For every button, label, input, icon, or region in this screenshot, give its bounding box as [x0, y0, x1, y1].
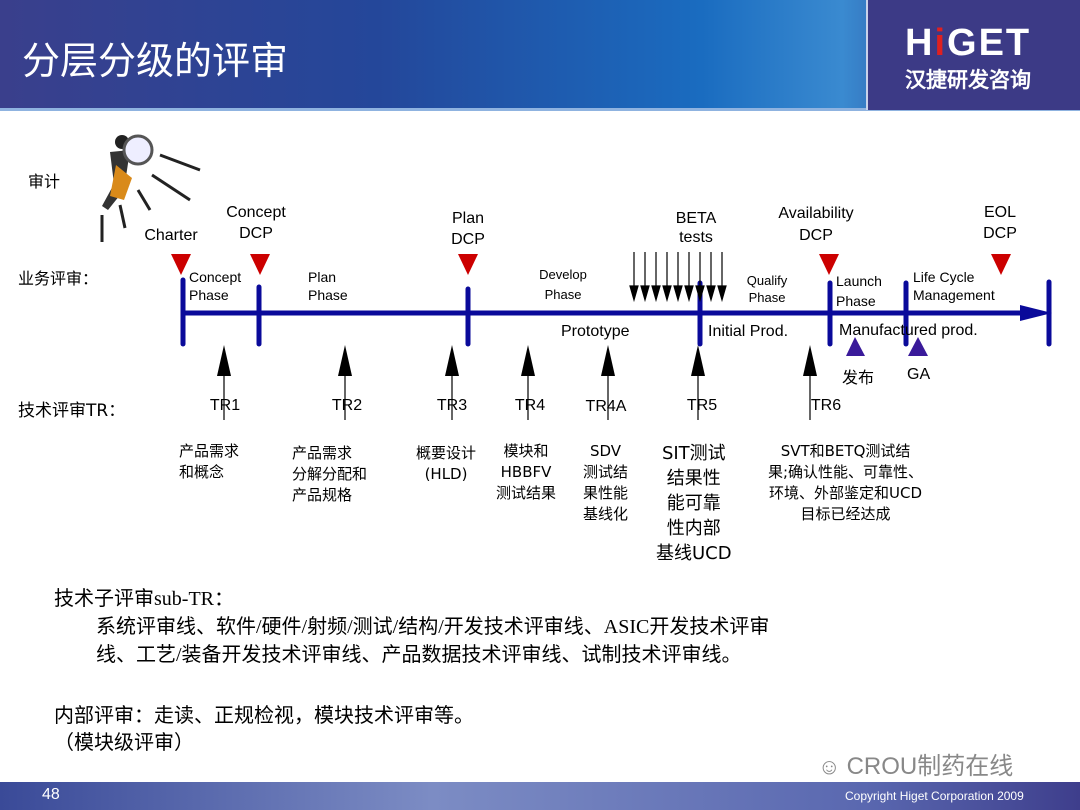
- beta-arrowhead-icon: [673, 285, 683, 303]
- audit-label: 审计: [28, 172, 61, 191]
- beta-arrowhead-icon: [629, 285, 639, 303]
- footer-bar: [0, 782, 1080, 810]
- dcp-eol: EOL DCP: [983, 204, 1017, 242]
- internal-review: 内部评审：走读、正规检视，模块技术评审等。: [54, 705, 474, 727]
- phase-plan: Plan Phase: [308, 269, 348, 303]
- tr2-desc: 产品需求 分解分配和 产品规格: [292, 444, 368, 504]
- logo: HiGET: [905, 22, 1032, 64]
- phase-launch: Launch Phase: [836, 273, 882, 309]
- subtr-title: 技术子评审sub-TR：: [54, 588, 234, 610]
- beta-arrowhead-icon: [684, 285, 694, 303]
- tr-arrows: [217, 345, 817, 420]
- tr6-desc: SVT和BETQ测试结 果;确认性能、可靠性、 环境、外部鉴定和UCD 目标已经…: [768, 442, 924, 523]
- beta-tests-label: BETA tests: [675, 210, 717, 246]
- tr3-desc: 概要设计 (HLD): [416, 444, 477, 483]
- tr2-label: TR2: [331, 397, 363, 414]
- subtr-line-1: 系统评审线、软件/硬件/射频/测试/结构/开发技术评审线、ASIC开发技术评审: [96, 616, 770, 638]
- logo-subtitle: 汉捷研发咨询: [905, 68, 1031, 92]
- tech-review-label: 技术评审TR：: [18, 401, 126, 421]
- tr4-desc: 模块和 HBBFV 测试结果: [496, 442, 557, 502]
- page-number: 48: [42, 786, 60, 803]
- tr-arrowhead-icon: [691, 345, 705, 376]
- watermark-text: CROU制药在线: [846, 753, 1014, 780]
- stage-initial-prod: Initial Prod.: [708, 323, 789, 340]
- beta-arrowhead-icon: [717, 285, 727, 303]
- tr-arrowhead-icon: [338, 345, 352, 376]
- milestone-triangles: [846, 337, 928, 356]
- dcp-charter: Charter: [144, 227, 198, 244]
- tr5-desc: SIT测试 结果性 能可靠 性内部 基线UCD: [656, 443, 732, 564]
- tr4-label: TR4: [514, 397, 546, 414]
- tr-arrowhead-icon: [601, 345, 615, 376]
- internal-review-sub: （模块级评审）: [54, 732, 194, 754]
- dcp-plan: Plan DCP: [451, 210, 485, 248]
- page-title: 分层分级的评审: [22, 39, 289, 83]
- timeline-diagram: [171, 252, 1052, 420]
- phase-gates: [180, 277, 1052, 347]
- beta-arrowhead-icon: [640, 285, 650, 303]
- tr1-desc: 产品需求 和概念: [179, 442, 240, 481]
- beta-arrowhead-icon: [706, 285, 716, 303]
- milestone-release: 发布: [842, 368, 875, 387]
- dcp-triangles: [171, 254, 1011, 275]
- logo-panel: [866, 0, 1080, 110]
- timeline-arrowhead-icon: [1020, 305, 1052, 321]
- stage-prototype: Prototype: [561, 323, 630, 340]
- watermark: ☺ CROU制药在线: [818, 746, 1013, 781]
- beta-arrowhead-icon: [695, 285, 705, 303]
- wechat-icon: ☺: [818, 754, 847, 779]
- beta-arrowhead-icon: [651, 285, 661, 303]
- tr-arrowhead-icon: [521, 345, 535, 376]
- beta-test-arrows: [629, 252, 727, 303]
- header-divider: [0, 108, 1080, 111]
- tr-arrowhead-icon: [445, 345, 459, 376]
- phase-concept: Concept Phase: [189, 269, 242, 303]
- tr1-label: TR1: [209, 397, 241, 414]
- dcp-availability: Availability DCP: [778, 205, 854, 244]
- tr-arrowhead-icon: [217, 345, 231, 376]
- tr3-label: TR3: [436, 397, 468, 414]
- tr5-label: TR5: [686, 397, 718, 414]
- tr6-label: TR6: [810, 397, 842, 414]
- tr4a-desc: SDV 测试结 果性能 基线化: [583, 442, 629, 523]
- milestone-ga: GA: [907, 366, 931, 383]
- copyright: Copyright Higet Corporation 2009: [845, 789, 1024, 803]
- business-review-label: 业务评审：: [18, 269, 99, 288]
- tr-arrowhead-icon: [803, 345, 817, 376]
- phase-lifecycle: Life Cycle Management: [913, 269, 995, 303]
- tr4a-label: TR4A: [585, 398, 627, 415]
- beta-arrowhead-icon: [662, 285, 672, 303]
- phase-develop: Develop Phase: [539, 267, 587, 302]
- stage-manufactured-prod: Manufactured prod.: [839, 322, 978, 339]
- dcp-concept: Concept DCP: [226, 204, 286, 242]
- subtr-line-2: 线、工艺/装备开发技术评审线、产品数据技术评审线、试制技术评审线。: [96, 644, 742, 666]
- auditor-magnifier-icon: [100, 134, 201, 242]
- phase-qualify: Qualify Phase: [746, 273, 788, 305]
